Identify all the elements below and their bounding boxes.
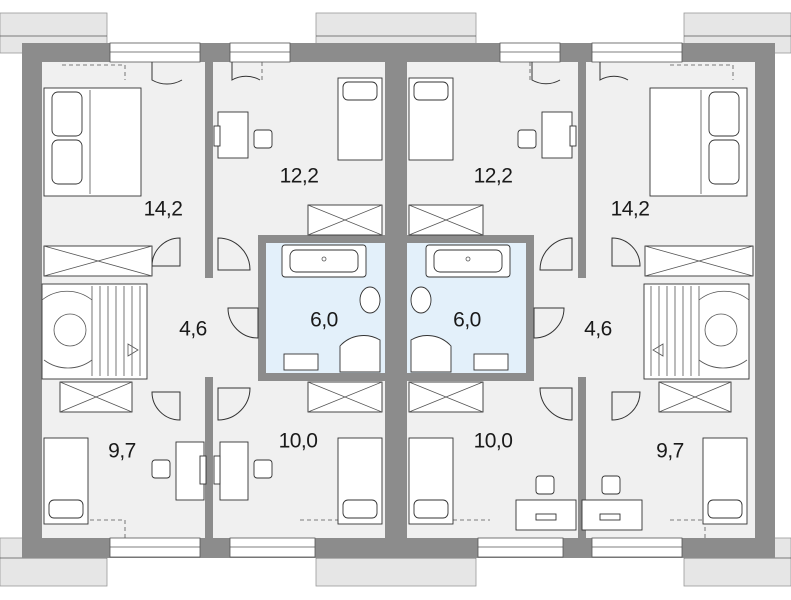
staircase-right <box>643 283 750 380</box>
party-wall <box>385 43 407 558</box>
area-label: 12,2 <box>474 165 513 188</box>
area-label: 12,2 <box>280 165 319 188</box>
top-windows <box>109 42 683 63</box>
area-label: 6,0 <box>453 309 481 332</box>
doors <box>151 62 641 421</box>
area-label: 6,0 <box>310 309 338 332</box>
double-bed-right <box>649 87 748 197</box>
area-label: 9,7 <box>108 440 136 463</box>
area-label: 9,7 <box>656 440 684 463</box>
double-bed-left <box>43 87 142 197</box>
staircase-left <box>41 283 148 380</box>
area-label: 14,2 <box>144 198 183 221</box>
single-bed-room-left-bottom <box>337 437 383 525</box>
area-label: 4,6 <box>179 318 207 341</box>
area-label: 10,0 <box>279 430 318 453</box>
single-bed-right-mid <box>408 77 454 161</box>
area-label: 4,6 <box>584 318 612 341</box>
single-bed-right-bottom <box>702 437 748 525</box>
bathroom-fixtures-right <box>410 244 511 373</box>
bathroom-fixtures-left <box>281 244 381 373</box>
desks <box>151 111 643 531</box>
bottom-windows <box>109 537 683 558</box>
wardrobes <box>43 204 754 413</box>
single-bed-left-bottom <box>43 437 89 525</box>
single-bed-room-right-bottom <box>408 437 454 525</box>
area-label: 14,2 <box>611 198 650 221</box>
area-label: 10,0 <box>474 430 513 453</box>
single-bed-left-mid <box>337 77 383 161</box>
room-labels: 14,2 12,2 12,2 14,2 4,6 6,0 6,0 4,6 9,7 … <box>108 165 684 463</box>
interior-walls <box>205 43 586 547</box>
